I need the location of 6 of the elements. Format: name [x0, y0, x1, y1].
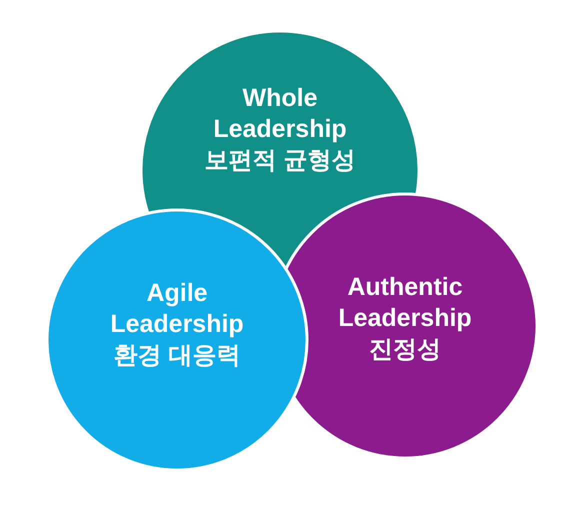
circle-subtitle: 환경 대응력: [114, 341, 240, 371]
circle-subtitle: 진정성: [369, 335, 441, 365]
circle-title: Authentic Leadership: [337, 272, 473, 334]
circle-subtitle: 보편적 균형성: [204, 146, 356, 176]
circle-title: Agile Leadership: [109, 278, 245, 340]
circle-title: Whole Leadership: [212, 83, 348, 145]
